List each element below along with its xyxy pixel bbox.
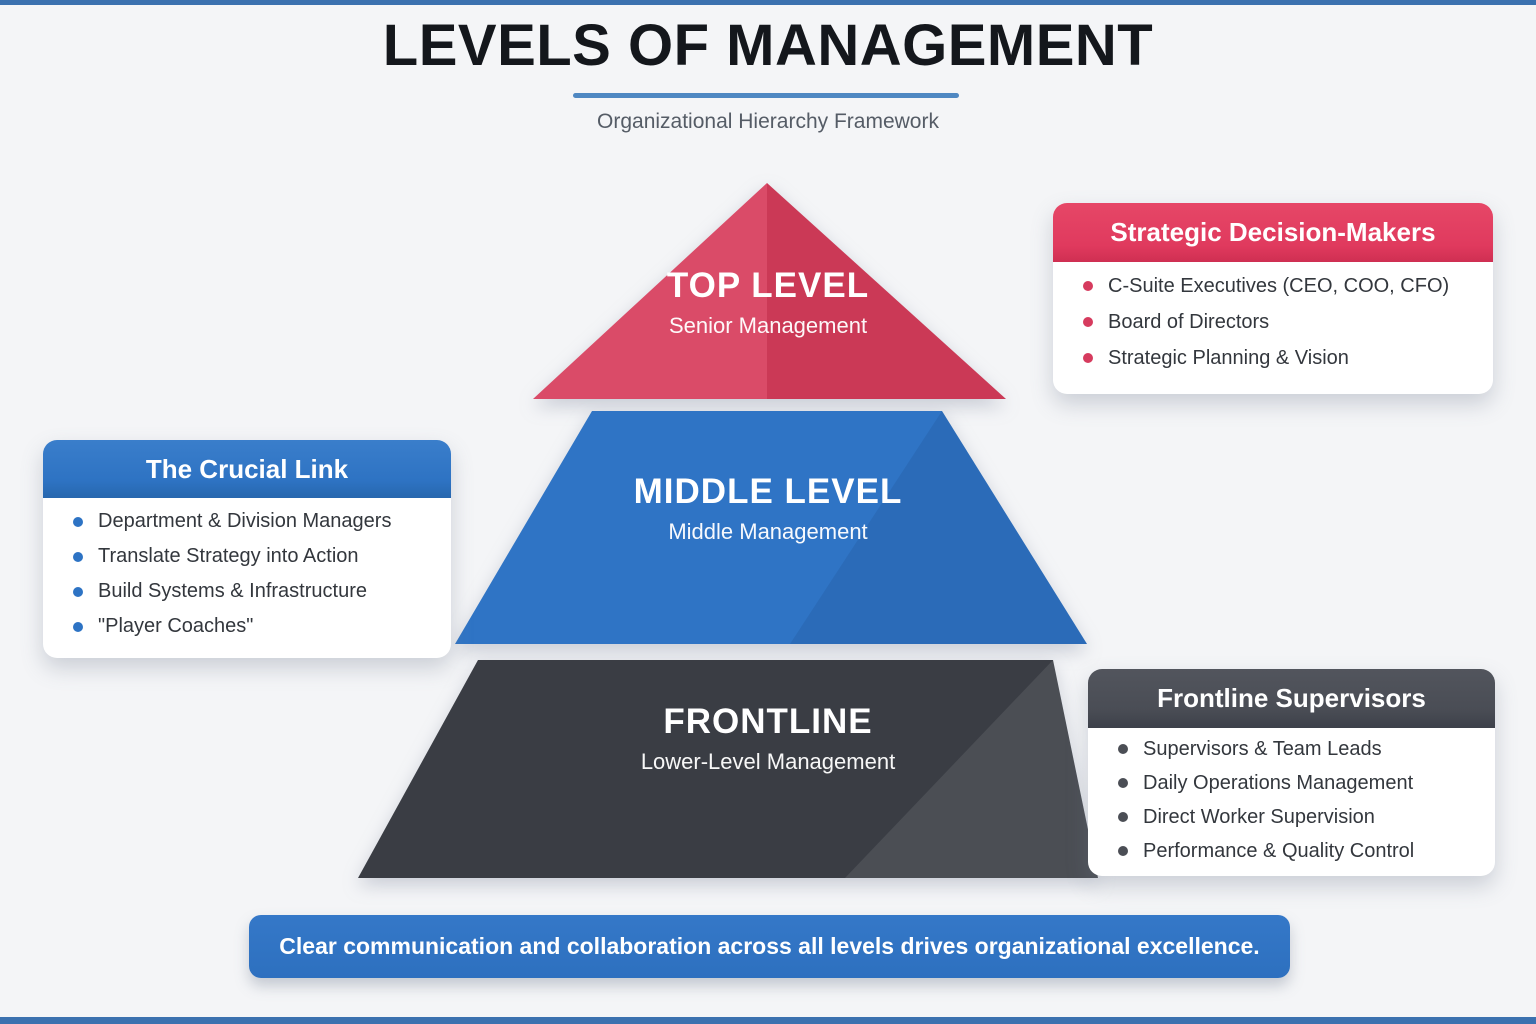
frontline-card-header: Frontline Supervisors <box>1088 669 1495 728</box>
bullet-dot-icon <box>1118 812 1128 822</box>
list-item: Daily Operations Management <box>1118 766 1485 800</box>
bullet-dot-icon <box>1083 317 1093 327</box>
list-item: Translate Strategy into Action <box>73 539 441 574</box>
list-item-text: Board of Directors <box>1108 310 1270 333</box>
list-item-text: Direct Worker Supervision <box>1143 805 1375 828</box>
frontline-supervisors-card: Frontline Supervisors Supervisors & Team… <box>1088 669 1495 876</box>
bullet-dot-icon <box>1083 281 1093 291</box>
list-item: Supervisors & Team Leads <box>1118 732 1485 766</box>
list-item-text: Strategic Planning & Vision <box>1108 346 1349 369</box>
list-item-text: "Player Coaches" <box>98 615 254 637</box>
list-item-text: Translate Strategy into Action <box>98 545 359 567</box>
list-item-text: Performance & Quality Control <box>1143 839 1415 862</box>
list-item: Performance & Quality Control <box>1118 834 1485 868</box>
frontline-card-list: Supervisors & Team Leads Daily Operation… <box>1088 728 1495 868</box>
pyramid-frontline-level-shape <box>358 660 1098 878</box>
crucial-card-header: The Crucial Link <box>43 440 451 498</box>
pyramid-top-level-shape <box>533 183 1006 399</box>
bullet-dot-icon <box>1118 846 1128 856</box>
list-item: "Player Coaches" <box>73 609 441 644</box>
strategic-decision-makers-card: Strategic Decision-Makers C-Suite Execut… <box>1053 203 1493 394</box>
bullet-dot-icon <box>73 516 83 527</box>
bullet-dot-icon <box>73 621 83 632</box>
title-underline <box>573 93 959 98</box>
list-item: Department & Division Managers <box>73 504 441 539</box>
list-item: Board of Directors <box>1083 304 1483 340</box>
list-item-text: C-Suite Executives (CEO, COO, CFO) <box>1108 274 1450 297</box>
list-item: Build Systems & Infrastructure <box>73 574 441 609</box>
strategic-card-list: C-Suite Executives (CEO, COO, CFO) Board… <box>1053 262 1493 376</box>
list-item: C-Suite Executives (CEO, COO, CFO) <box>1083 268 1483 304</box>
bullet-dot-icon <box>1118 744 1128 754</box>
bullet-dot-icon <box>1083 353 1093 363</box>
crucial-card-list: Department & Division Managers Translate… <box>43 498 451 644</box>
list-item: Strategic Planning & Vision <box>1083 340 1483 376</box>
pyramid-middle-level-shape <box>455 411 1087 644</box>
top-edge-bar <box>0 0 1536 5</box>
banner-text: Clear communication and collaboration ac… <box>279 933 1260 959</box>
list-item-text: Supervisors & Team Leads <box>1143 737 1382 760</box>
page-title: LEVELS OF MANAGEMENT <box>382 13 1154 78</box>
list-item: Direct Worker Supervision <box>1118 800 1485 834</box>
bottom-message-banner: Clear communication and collaboration ac… <box>249 915 1290 978</box>
list-item-text: Daily Operations Management <box>1143 771 1414 794</box>
crucial-link-card: The Crucial Link Department & Division M… <box>43 440 451 658</box>
page-subtitle: Organizational Hierarchy Framework <box>597 110 939 133</box>
bullet-dot-icon <box>73 551 83 562</box>
list-item-text: Department & Division Managers <box>98 510 392 532</box>
bullet-dot-icon <box>73 586 83 597</box>
bullet-dot-icon <box>1118 778 1128 788</box>
list-item-text: Build Systems & Infrastructure <box>98 580 367 602</box>
bottom-edge-bar <box>0 1017 1536 1024</box>
strategic-card-header: Strategic Decision-Makers <box>1053 203 1493 262</box>
